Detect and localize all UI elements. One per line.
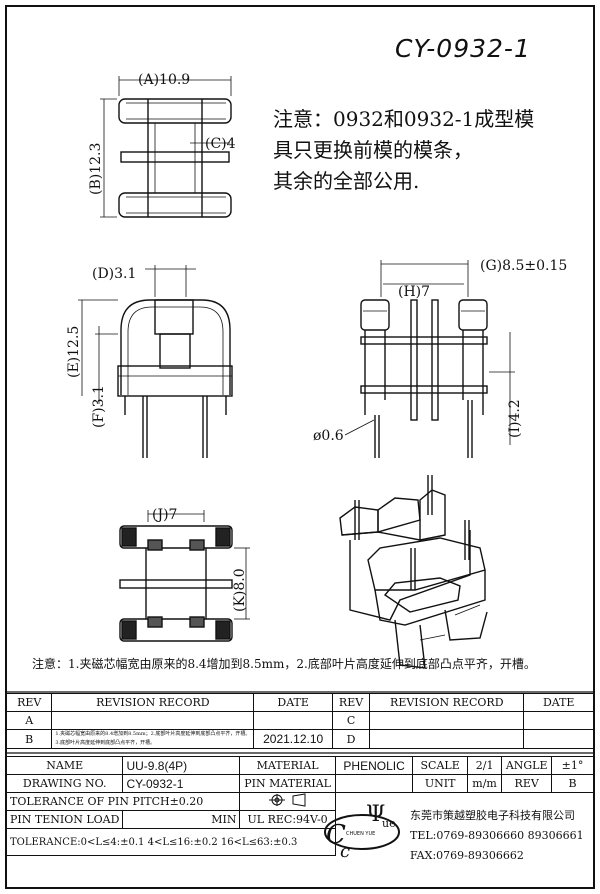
company-logo: C c Ψ ue CHUEN YUE <box>324 802 400 862</box>
revision-text: 3.底部叶片高度延伸到底部凸点平齐，开槽。 <box>55 740 156 746</box>
top-view <box>100 76 232 218</box>
isometric-view <box>339 475 488 669</box>
dim-d-label: (D)3.1 <box>92 266 136 282</box>
date-header: DATE <box>253 693 333 712</box>
revision-record-cell: 1.夹磁芯幅宽由原来的8.4增加到8.5mm；2.底部叶片高度延伸到底部凸点平齐… <box>51 729 255 749</box>
drawing-no-label: DRAWING NO. <box>5 774 124 793</box>
top-note-line: 其余的全部公用. <box>273 169 420 193</box>
rev-cell: B <box>5 729 53 749</box>
dim-e-label: (E)12.5 <box>66 326 82 378</box>
unit-value: m/m <box>466 774 503 793</box>
dim-h-label: (H)7 <box>398 284 430 300</box>
scale-label: SCALE <box>412 756 468 775</box>
dim-j-label: (J)7 <box>152 507 177 523</box>
part-number: CY-0932-1 <box>395 34 531 63</box>
scale-value: 2/1 <box>466 756 503 775</box>
pin-tension-label: PIN TENION LOAD <box>5 810 124 829</box>
pin-material-label: PIN MATERIAL <box>239 774 336 793</box>
title-block: NAME UU-9.8(4P) MATERIAL PHENOLIC SCALE … <box>5 756 595 856</box>
revision-record-header: REVISION RECORD <box>369 693 525 712</box>
svg-text:ue: ue <box>382 817 396 830</box>
projection-symbol <box>239 792 336 811</box>
pin-pitch-tolerance: TOLERANCE OF PIN PITCH±0.20 <box>5 792 241 811</box>
dim-g-label: (G)8.5±0.15 <box>480 258 567 274</box>
drawing-no-value: CY-0932-1 <box>122 774 241 793</box>
pin-tension-value: MIN <box>122 810 241 829</box>
dim-k-label: (K)8.0 <box>232 568 248 612</box>
company-fax: FAX:0769-89306662 <box>410 849 524 862</box>
svg-text:Ψ: Ψ <box>366 802 385 827</box>
side-view <box>344 260 515 458</box>
rev-cell: D <box>331 729 371 749</box>
date-header: DATE <box>523 693 594 712</box>
angle-label: ANGLE <box>501 756 552 775</box>
top-note-line: 具只更换前模的模条， <box>273 138 473 162</box>
ul-rating: UL REC:94V-0 <box>239 810 336 829</box>
company-info: 东莞市策越塑胶电子科技有限公司 TEL:0769-89306660 893066… <box>410 806 584 866</box>
rev-label: REV <box>501 774 552 793</box>
top-note-line: 注意：0932和0932-1成型模 <box>273 107 535 131</box>
rev-value: B <box>550 774 595 793</box>
dim-a-label: (A)10.9 <box>138 72 190 88</box>
angle-value: ±1° <box>550 756 595 775</box>
material-label: MATERIAL <box>239 756 336 775</box>
company-tel: TEL:0769-89306660 89306661 <box>410 829 584 842</box>
unit-label: UNIT <box>412 774 468 793</box>
svg-text:c: c <box>340 841 350 862</box>
general-tolerance: TOLERANCE:0<L≤4:±0.1 4<L≤16:±0.2 16<L≤63… <box>6 828 336 856</box>
rev-cell: A <box>5 711 53 730</box>
dim-c-label: (C)4 <box>205 136 236 152</box>
top-note: 注意：0932和0932-1成型模 具只更换前模的模条， 其余的全部公用. <box>273 104 593 197</box>
logo-text: CHUEN YUE <box>346 831 375 837</box>
drawing-sheet <box>5 5 595 889</box>
dim-i-label: (I)4.2 <box>507 399 523 438</box>
svg-text:C: C <box>326 820 346 850</box>
pin-diameter-label: ø0.6 <box>313 428 344 444</box>
projection-icon <box>268 793 306 807</box>
name-value: UU-9.8(4P) <box>122 756 241 775</box>
dim-f-label: (F)3.1 <box>91 385 107 428</box>
title-block-frame <box>5 691 595 754</box>
material-value: PHENOLIC <box>334 756 414 775</box>
dim-b-label: (B)12.3 <box>88 143 104 195</box>
company-name: 东莞市策越塑胶电子科技有限公司 <box>410 809 575 822</box>
revision-record-header: REVISION RECORD <box>51 693 255 712</box>
name-label: NAME <box>5 756 124 775</box>
bottom-note: 注意：1.夹磁芯幅宽由原来的8.4增加到8.5mm，2.底部叶片高度延伸到底部凸… <box>32 657 536 671</box>
revision-text: 1.夹磁芯幅宽由原来的8.4增加到8.5mm；2.底部叶片高度延伸到底部凸点平齐… <box>55 731 251 737</box>
rev-header: REV <box>331 693 371 712</box>
rev-cell: C <box>331 711 371 730</box>
revision-table: REV REVISION RECORD DATE REV REVISION RE… <box>5 693 594 749</box>
rev-header: REV <box>5 693 53 712</box>
front-view <box>78 265 233 458</box>
bottom-view <box>119 510 250 642</box>
date-cell: 2021.12.10 <box>253 729 333 749</box>
